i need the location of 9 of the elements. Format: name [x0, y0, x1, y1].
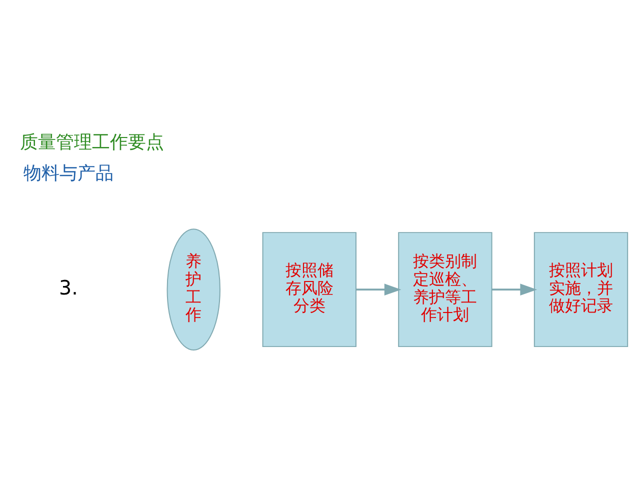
- arrow: [356, 284, 402, 296]
- node-box: 按照储存风险分类: [262, 232, 356, 348]
- label: 物料与产品: [23, 162, 114, 184]
- node-box: 按照计划实施，并做好记录: [534, 232, 628, 348]
- diagram-title: 质量管理工作要点: [20, 132, 164, 154]
- arrow: [492, 284, 538, 296]
- node-box: 按类别制定巡检、养护等工作计划: [398, 232, 492, 348]
- node-ellipse: 养护工作: [166, 228, 220, 351]
- label: 3.: [58, 276, 78, 300]
